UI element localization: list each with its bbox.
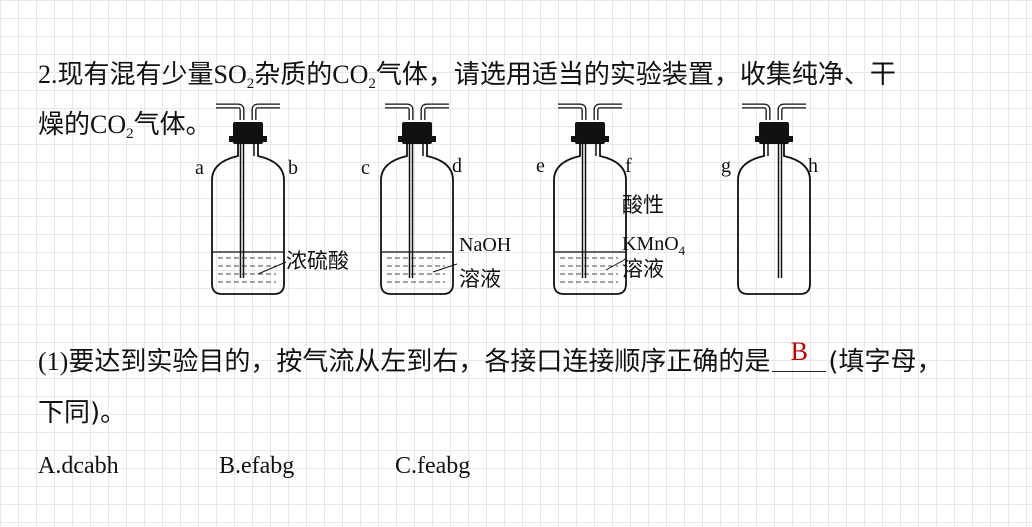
option-b: B.efabg <box>219 453 295 479</box>
answer-text: B <box>790 337 809 366</box>
co2-subscript: 2 <box>368 76 376 92</box>
co2-symbol: CO <box>90 110 127 139</box>
port-label-e: e <box>536 155 545 177</box>
part1-number: (1) <box>38 347 69 376</box>
reagent-kmno4: KMnO4 <box>622 233 686 258</box>
part1-line-2: 下同)。 <box>38 396 126 430</box>
reagent-acidic-label: 酸性 <box>622 193 664 217</box>
question-text: 气体。 <box>133 110 212 140</box>
reagent-naoh: NaOH <box>459 234 511 256</box>
co2-subscript: 2 <box>126 126 134 142</box>
kmno4-subscript: 4 <box>679 243 686 258</box>
answer-blank: B <box>772 337 827 372</box>
question-text: 现有混有少量 <box>57 60 214 90</box>
co2-formula: CO2 <box>332 60 376 92</box>
question-number: 2. <box>38 60 58 89</box>
so2-symbol: SO <box>213 60 247 89</box>
part1-text: 要达到实验目的，按气流从左到右，各接口连接顺序正确的是 <box>68 347 771 377</box>
port-label-c: c <box>361 157 370 179</box>
option-a: A.dcabh <box>38 453 119 479</box>
port-label-h: h <box>808 155 818 177</box>
reagent-conc-sulfuric-acid: 浓硫酸 <box>286 249 349 273</box>
port-label-d: d <box>452 155 462 177</box>
collection-bottle-4 <box>737 103 811 295</box>
port-label-a: a <box>195 157 204 179</box>
question-line-2: 燥的CO2气体。 <box>38 108 212 142</box>
co2-formula: CO2 <box>90 110 134 142</box>
part1-line-1: (1)要达到实验目的，按气流从左到右，各接口连接顺序正确的是 B (填字母， <box>38 337 943 379</box>
reagent-solution-label: 溶液 <box>459 267 501 291</box>
question-text: 燥的 <box>38 110 91 140</box>
port-label-f: f <box>625 155 632 177</box>
part1-text-continued: 下同)。 <box>38 398 127 428</box>
gas-washing-bottle-3 <box>553 103 627 295</box>
so2-subscript: 2 <box>246 76 255 92</box>
question-line-1: 2.现有混有少量SO2杂质的CO2气体，请选用适当的实验装置，收集纯净、干 <box>38 58 896 92</box>
reagent-solution-label: 溶液 <box>622 257 664 281</box>
gas-washing-bottle-1 <box>211 103 287 295</box>
kmno4-symbol: KMnO <box>622 233 679 255</box>
option-c: C.feabg <box>395 453 471 479</box>
co2-symbol: CO <box>332 60 369 89</box>
port-label-b: b <box>288 157 298 179</box>
part1-text-tail: (填字母， <box>828 347 943 377</box>
so2-formula: SO2 <box>213 60 255 92</box>
question-text: 气体，请选用适当的实验装置，收集纯净、干 <box>375 60 896 90</box>
port-label-g: g <box>721 155 731 177</box>
question-text: 杂质的 <box>254 60 333 90</box>
gas-washing-bottle-2 <box>380 103 458 295</box>
